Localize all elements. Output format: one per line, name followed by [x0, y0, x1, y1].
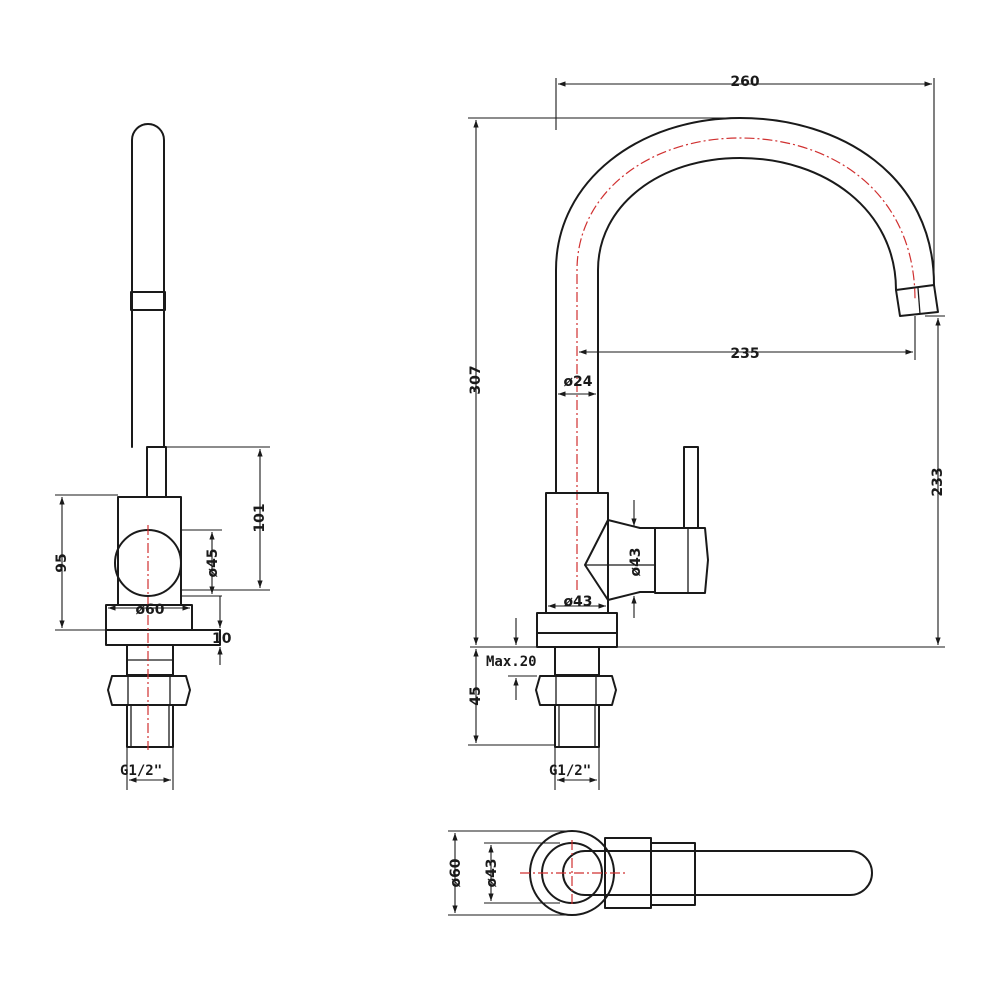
dim-right-g12: G1/2": [549, 763, 591, 779]
dim-body-043: ø43: [563, 594, 592, 610]
spout-outer: [555, 117, 935, 494]
dim-side-10: 10: [212, 631, 232, 647]
dim-side-060: ø60: [135, 602, 164, 618]
dim-235: 235: [730, 346, 759, 362]
dim-side-045: ø45: [205, 548, 221, 577]
side-base-plate: [105, 629, 221, 646]
spout-centerline: [576, 137, 916, 590]
front-thread: [554, 704, 600, 748]
dim-024: ø24: [563, 374, 592, 390]
front-view: 260 307 235 233 ø24 ø43 ø43 Max.20 45: [468, 74, 946, 790]
front-nut: [535, 675, 617, 706]
side-handle-neck: [146, 446, 167, 498]
dim-left-g12: G1/2": [120, 763, 162, 779]
front-shank: [554, 646, 600, 676]
top-spout: [562, 850, 873, 896]
top-lever-hub: [650, 842, 696, 906]
dim-233: 233: [930, 467, 946, 496]
dim-max-20: Max.20: [486, 654, 537, 670]
dim-top-043: ø43: [484, 858, 500, 887]
top-view: ø60 ø43: [448, 830, 873, 916]
side-nut: [107, 675, 191, 706]
front-handle-lever: [683, 446, 699, 529]
dim-45: 45: [468, 686, 484, 705]
front-base-plate: [536, 632, 618, 648]
spout-inner: [597, 157, 897, 494]
dim-top-060: ø60: [448, 858, 464, 887]
front-base: [536, 612, 618, 634]
side-lever: [131, 123, 165, 311]
side-view: 101 ø45 95 ø60 10 G1/2": [54, 123, 270, 790]
dim-side-95: 95: [54, 553, 70, 572]
front-handle-connector: [584, 519, 656, 601]
dim-hub-043: ø43: [628, 547, 644, 576]
dim-260: 260: [730, 74, 759, 90]
side-lever-ring: [130, 291, 166, 311]
front-handle-hub: [654, 527, 709, 594]
dim-side-101: 101: [252, 503, 268, 532]
spout-tip: [895, 284, 939, 317]
side-thread: [126, 704, 174, 748]
dim-307: 307: [468, 365, 484, 394]
